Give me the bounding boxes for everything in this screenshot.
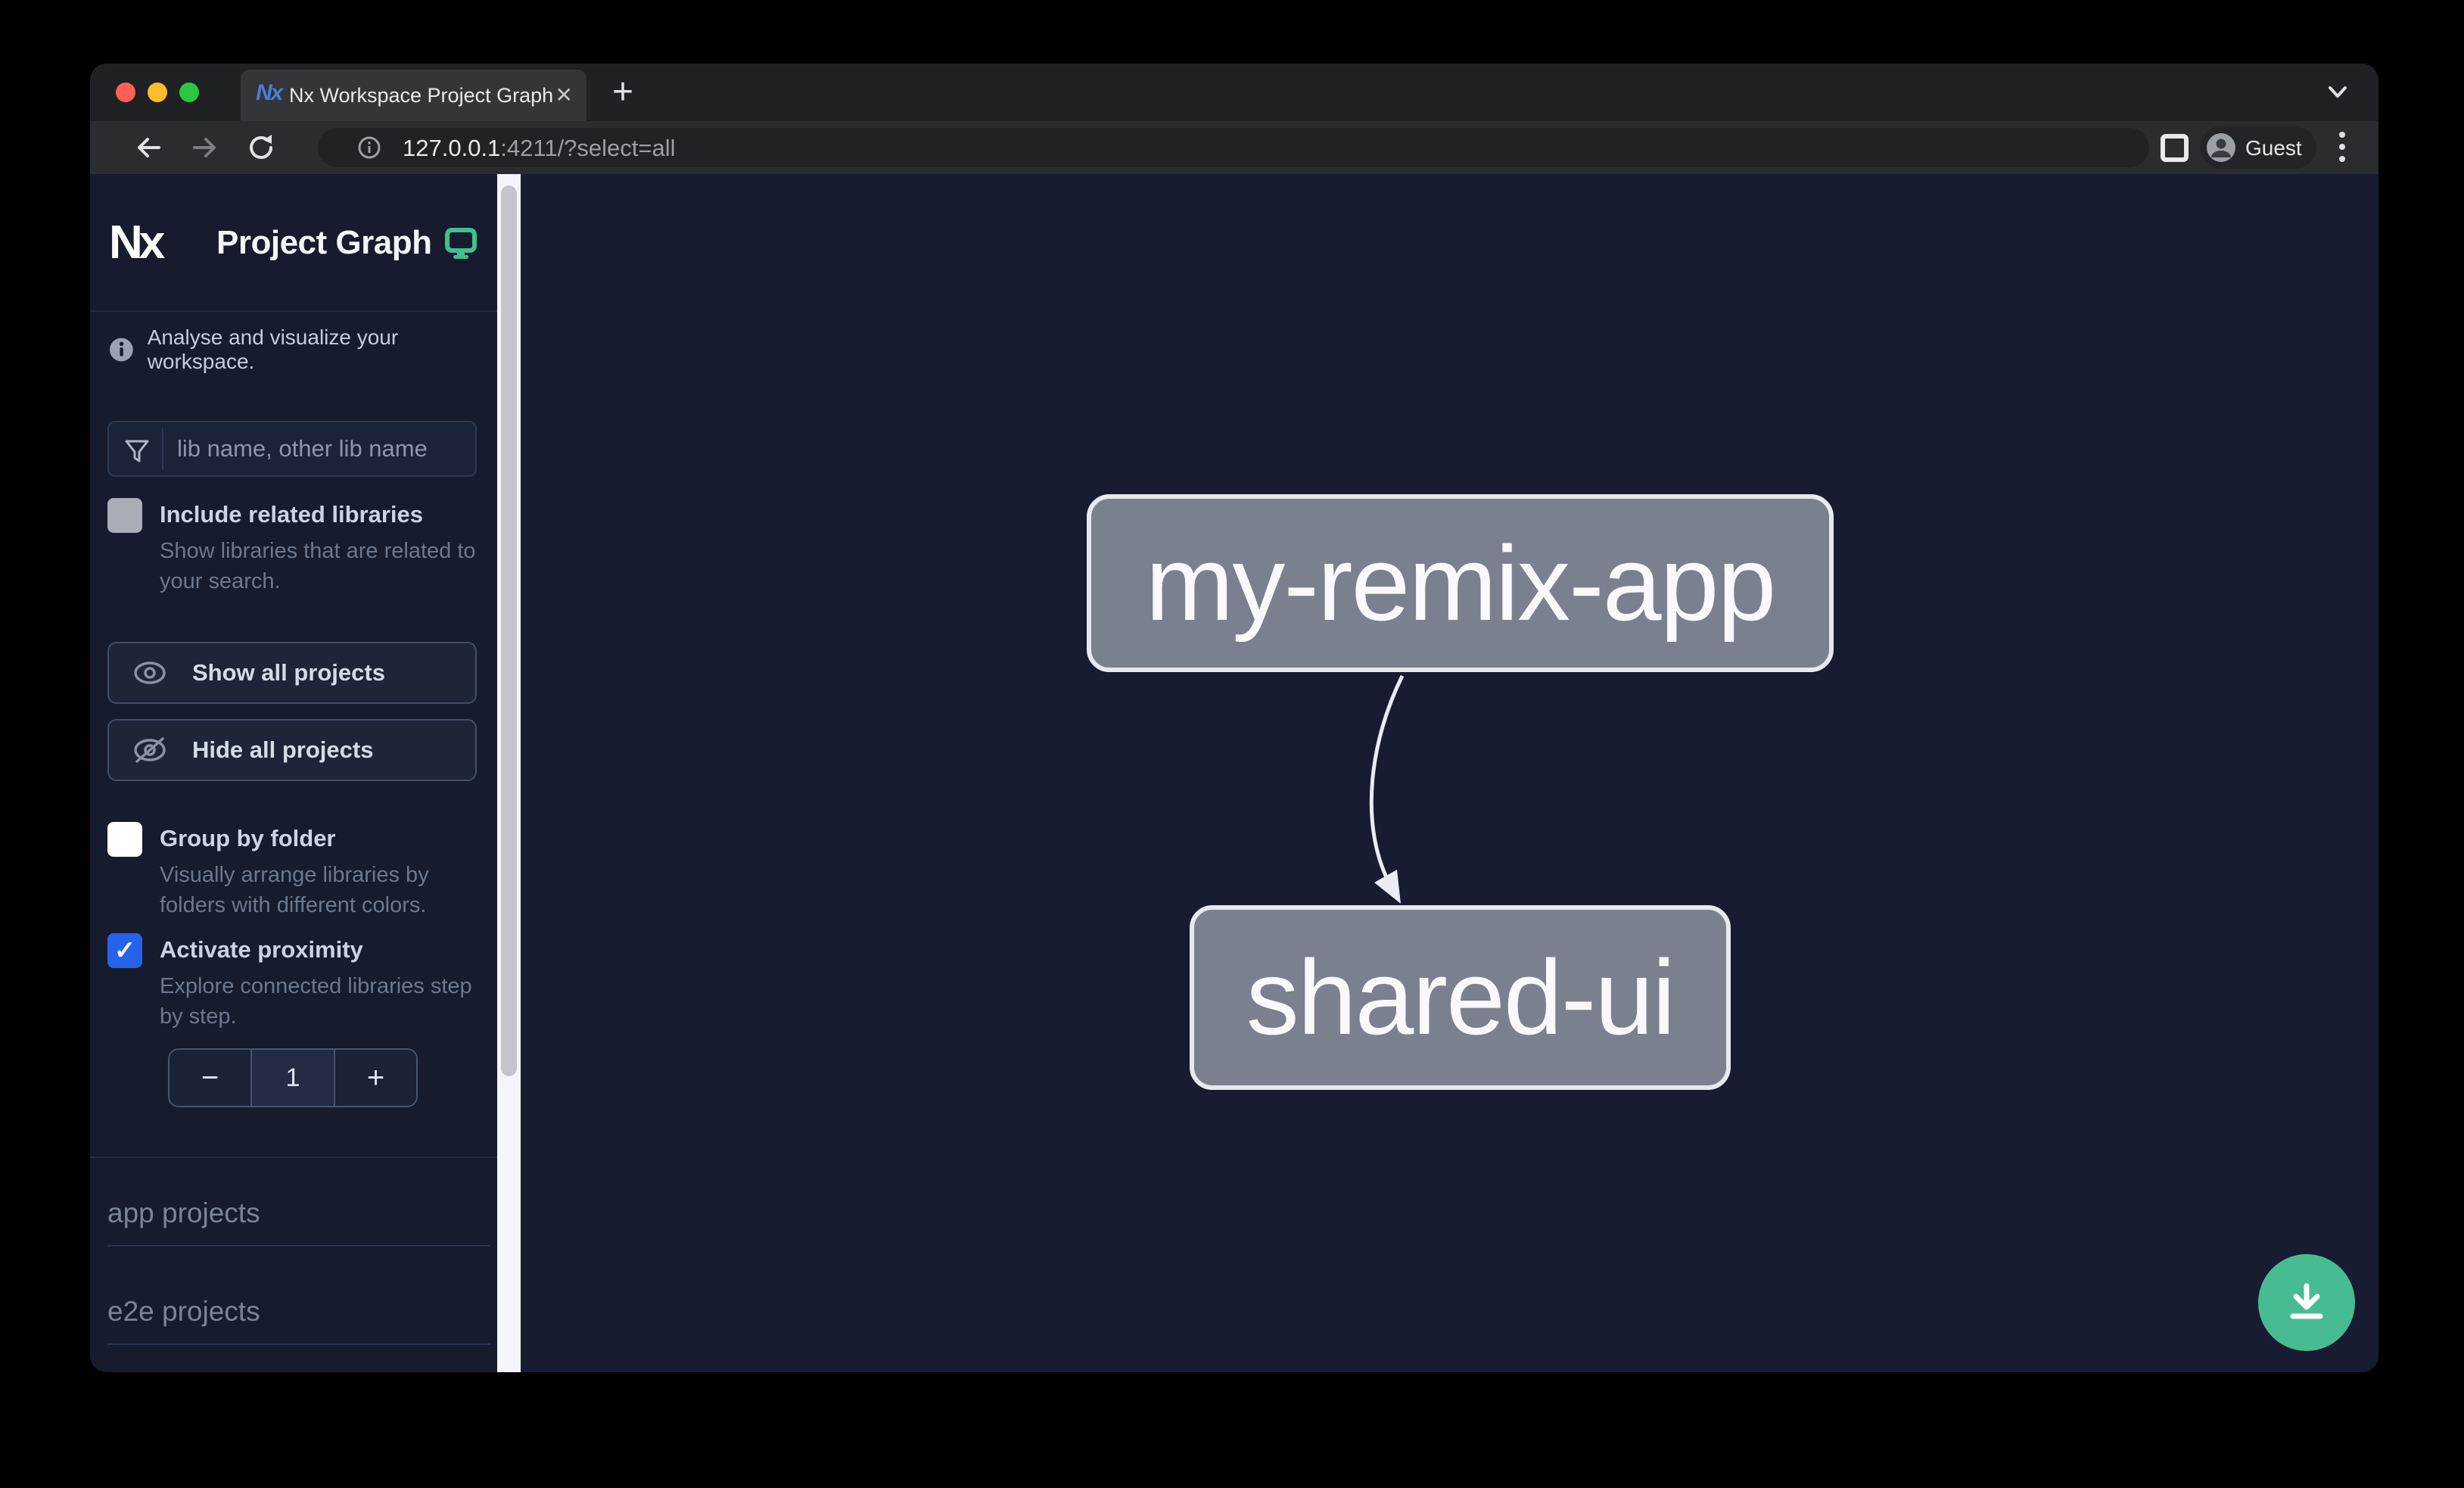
url-path: :4211/?select=all <box>500 135 676 161</box>
site-info-icon[interactable] <box>357 135 381 163</box>
avatar-icon <box>2207 133 2235 162</box>
checkmark-icon: ✓ <box>114 936 136 965</box>
search-box <box>107 421 477 477</box>
section-app-projects: app projects <box>107 1197 260 1228</box>
divider <box>90 1156 497 1158</box>
forward-icon[interactable] <box>189 132 219 163</box>
hide-all-projects-label: Hide all projects <box>192 736 374 763</box>
minimize-window-button[interactable] <box>148 82 167 102</box>
tab-title: Nx Workspace Project Graph <box>289 84 554 107</box>
page-content: Nx Project Graph Analyse and visualize y… <box>90 174 2378 1372</box>
search-input[interactable] <box>177 422 465 475</box>
filter-icon <box>122 436 152 470</box>
sidebar-scrollbar-track[interactable] <box>497 174 521 1372</box>
tab-strip: Nx Nx Workspace Project Graph ✕ + <box>90 64 2378 121</box>
divider <box>107 1245 490 1247</box>
nx-favicon-icon: Nx <box>256 80 283 105</box>
sidebar-header: Nx Project Graph <box>109 210 478 275</box>
include-related-label: Include related libraries <box>160 501 424 528</box>
group-by-folder-description: Visually arrange libraries by folders wi… <box>160 863 429 917</box>
tab-search-chevron-icon[interactable] <box>2324 83 2351 105</box>
info-icon <box>109 338 133 362</box>
monitor-icon[interactable] <box>443 226 478 260</box>
browser-window: Nx Nx Workspace Project Graph ✕ + 127.0.… <box>90 64 2378 1372</box>
browser-toolbar: 127.0.0.1:4211/?select=all Guest <box>90 121 2378 174</box>
page-title: Project Graph <box>216 224 432 261</box>
proximity-value: 1 <box>250 1050 335 1106</box>
browser-menu-icon[interactable] <box>2339 132 2345 162</box>
zoom-window-button[interactable] <box>179 82 199 102</box>
url-text: 127.0.0.1:4211/?select=all <box>403 135 676 162</box>
tab-close-icon[interactable]: ✕ <box>555 83 573 107</box>
url-host: 127.0.0.1 <box>403 135 501 161</box>
proximity-decrement-button[interactable]: − <box>170 1050 250 1106</box>
project-graph-sidebar: Nx Project Graph Analyse and visualize y… <box>90 174 497 1372</box>
group-by-folder-checkbox[interactable] <box>107 822 142 857</box>
node-label: shared-ui <box>1246 938 1676 1057</box>
back-icon[interactable] <box>134 132 164 163</box>
hide-all-projects-button[interactable]: Hide all projects <box>107 719 477 781</box>
activate-proximity-checkbox[interactable]: ✓ <box>107 933 142 968</box>
address-bar[interactable]: 127.0.0.1:4211/?select=all <box>318 128 2149 167</box>
show-all-projects-label: Show all projects <box>192 659 385 686</box>
close-window-button[interactable] <box>116 82 135 102</box>
divider <box>162 428 163 469</box>
download-icon <box>2290 1283 2323 1319</box>
new-tab-button[interactable]: + <box>612 72 634 112</box>
dependency-edge[interactable] <box>521 174 2378 1372</box>
nx-logo-icon: Nx <box>109 219 170 267</box>
profile-label: Guest <box>2245 136 2302 160</box>
group-by-folder-label: Group by folder <box>160 825 336 851</box>
eye-off-icon <box>134 737 166 763</box>
graph-canvas[interactable]: my-remix-app shared-ui <box>521 174 2378 1372</box>
show-all-projects-button[interactable]: Show all projects <box>107 642 477 704</box>
divider <box>107 1343 490 1345</box>
graph-node-my-remix-app[interactable]: my-remix-app <box>1087 494 1834 672</box>
include-related-checkbox[interactable] <box>107 498 142 533</box>
eye-icon <box>134 662 166 684</box>
svg-text:Nx: Nx <box>109 219 166 267</box>
divider <box>90 310 497 312</box>
tab-nx-workspace-project-graph[interactable]: Nx Nx Workspace Project Graph ✕ <box>241 70 586 121</box>
proximity-increment-button[interactable]: + <box>335 1050 416 1106</box>
node-label: my-remix-app <box>1145 523 1777 643</box>
workspace-tagline: Analyse and visualize your workspace. <box>147 325 399 373</box>
activate-proximity-label: Activate proximity <box>160 936 363 963</box>
include-related-description: Show libraries that are related to your … <box>160 539 476 593</box>
graph-node-shared-ui[interactable]: shared-ui <box>1190 905 1731 1090</box>
section-e2e-projects: e2e projects <box>107 1296 260 1327</box>
workspace-tagline-row: Analyse and visualize your workspace. <box>109 325 497 374</box>
download-graph-button[interactable] <box>2258 1254 2355 1351</box>
proximity-stepper: − 1 + <box>168 1048 418 1107</box>
sidebar-scrollbar-thumb[interactable] <box>501 185 517 1076</box>
side-panel-icon[interactable] <box>2161 134 2189 162</box>
reload-icon[interactable] <box>246 132 276 163</box>
profile-button[interactable]: Guest <box>2200 126 2316 169</box>
activate-proximity-description: Explore connected libraries step by step… <box>160 974 472 1029</box>
